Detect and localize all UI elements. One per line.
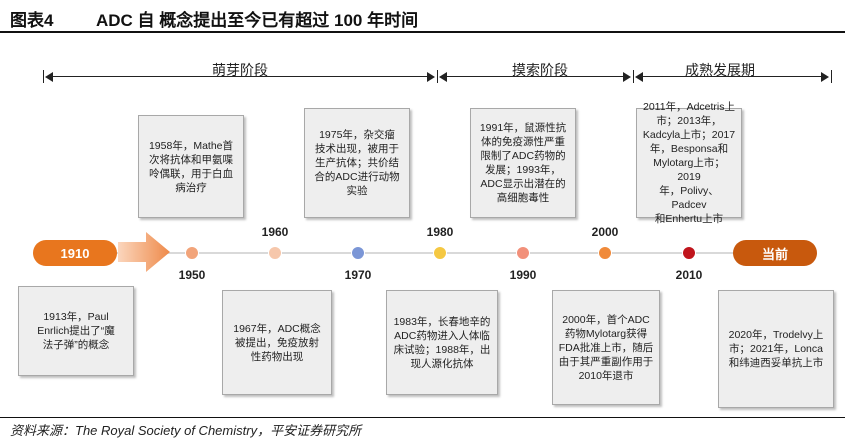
chevron-arrow-icon xyxy=(118,232,170,272)
event-2011: 2011年，Adcetris上 市；2013年， Kadcyla上市；2017 … xyxy=(636,101,742,225)
figure-title: ADC 自 概念提出至今已有超过 100 年时间 xyxy=(96,11,419,30)
phase-tick-end xyxy=(831,70,832,83)
phase-arrow-mature xyxy=(635,71,829,83)
event-1967: 1967年，ADC概念 被提出，免疫放射 性药物出现 xyxy=(222,290,332,395)
phase-arrow-budding xyxy=(45,71,435,83)
event-2000: 2000年，首个ADC 药物Mylotarg获得 FDA批准上市，随后 由于其严… xyxy=(552,290,660,405)
year-label-1970: 1970 xyxy=(344,268,372,282)
phase-tick-1 xyxy=(437,70,438,83)
year-label-2010: 2010 xyxy=(675,268,703,282)
phase-label-mature: 成熟发展期 xyxy=(685,62,755,78)
timeline-line xyxy=(110,252,750,254)
phase-arrow-exploring xyxy=(439,71,631,83)
timeline-dot-1950 xyxy=(185,246,199,260)
year-label-1980: 1980 xyxy=(426,225,454,239)
year-label-1950: 1950 xyxy=(178,268,206,282)
phase-label-budding: 萌芽阶段 xyxy=(212,62,268,78)
source-rule xyxy=(0,417,845,418)
timeline-dot-1980 xyxy=(433,246,447,260)
year-label-2000: 2000 xyxy=(591,225,619,239)
timeline-dot-1970 xyxy=(351,246,365,260)
phase-tick-start xyxy=(43,70,44,83)
timeline-end-pill: 当前 xyxy=(733,240,817,266)
timeline-dot-1990 xyxy=(516,246,530,260)
figure-label: 图表4 xyxy=(10,11,54,30)
event-1983: 1983年，长春地辛的 ADC药物进入人体临 床试验；1988年，出 现人源化抗… xyxy=(386,290,498,395)
phase-tick-2 xyxy=(633,70,634,83)
timeline-dot-2000 xyxy=(598,246,612,260)
timeline-start-pill: 1910 xyxy=(33,240,117,266)
event-1991: 1991年，鼠源性抗 体的免疫源性严重 限制了ADC药物的 发展；1993年， … xyxy=(470,108,576,218)
timeline-dot-1960 xyxy=(268,246,282,260)
year-label-1990: 1990 xyxy=(509,268,537,282)
event-1958: 1958年，Mathe首 次将抗体和甲氨喋 呤偶联，用于白血 病治疗 xyxy=(138,115,244,218)
source-note: 资料来源：The Royal Society of Chemistry，平安证券… xyxy=(10,423,362,438)
event-1913: 1913年，Paul Enrlich提出了“魔 法子弹”的概念 xyxy=(18,286,134,376)
year-label-1960: 1960 xyxy=(261,225,289,239)
phase-label-exploring: 摸索阶段 xyxy=(512,62,568,78)
header-rule xyxy=(0,31,845,33)
event-2020: 2020年，Trodelvy上 市；2021年，Lonca 和纬迪西妥单抗上市 xyxy=(718,290,834,408)
event-1975: 1975年，杂交瘤 技术出现，被用于 生产抗体；共价结 合的ADC进行动物 实验 xyxy=(304,108,410,218)
figure-header: 图表4 ADC 自 概念提出至今已有超过 100 年时间 xyxy=(0,0,845,33)
timeline-dot-2010 xyxy=(682,246,696,260)
